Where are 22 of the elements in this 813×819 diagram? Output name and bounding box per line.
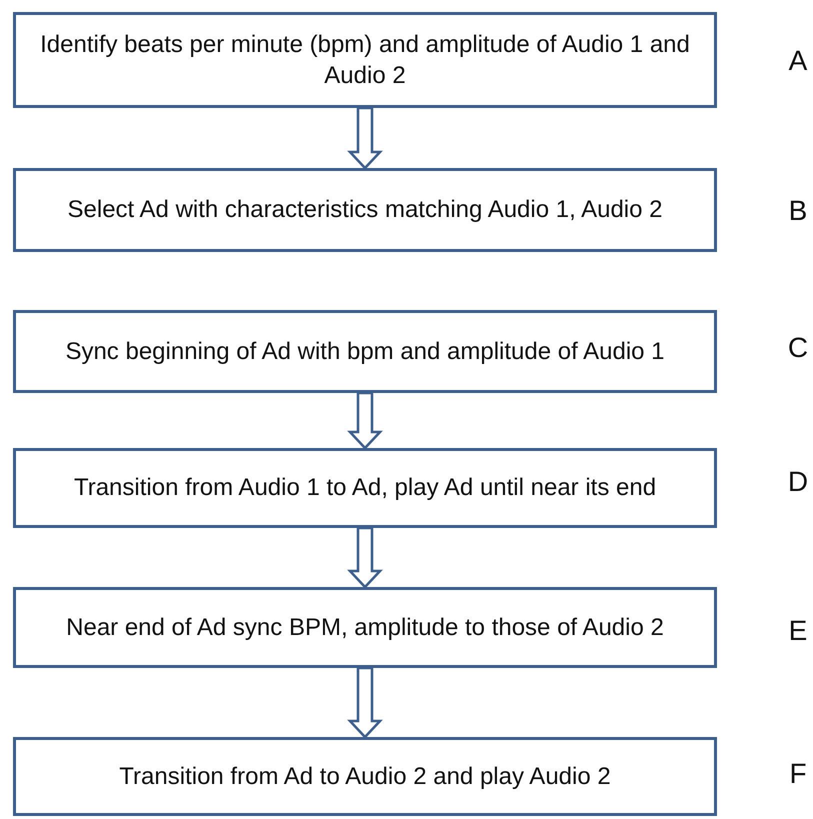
- process-box: [13, 737, 717, 816]
- step-text: Identify beats per minute (bpm) and amplitude of Audio 1 and Audio 2: [39, 30, 691, 91]
- hollow-arrow: [347, 392, 383, 450]
- process-box: [13, 310, 717, 393]
- step-letter: D: [788, 466, 808, 498]
- process-box: [13, 168, 717, 252]
- process-box: [13, 12, 717, 108]
- step-letter: F: [789, 758, 807, 790]
- step-letter: A: [788, 45, 808, 77]
- process-box: [13, 587, 717, 668]
- step-letter: E: [788, 615, 808, 647]
- step-letter: B: [788, 195, 808, 227]
- process-box: [13, 448, 717, 528]
- step-text: Transition from Audio 1 to Ad, play Ad until near its end: [74, 473, 656, 504]
- step-letter: C: [788, 332, 808, 364]
- step-text: Sync beginning of Ad with bpm and amplitude of Audio 1: [65, 336, 665, 367]
- hollow-arrow: [347, 666, 383, 739]
- step-text: Select Ad with characteristics matching Audio 1, Audio 2: [68, 195, 662, 226]
- step-text: Near end of Ad sync BPM, amplitude to those of Audio 2: [66, 612, 664, 643]
- step-text: Transition from Ad to Audio 2 and play Audio 2: [119, 762, 611, 792]
- hollow-arrow: [347, 526, 383, 589]
- hollow-arrow: [347, 106, 383, 170]
